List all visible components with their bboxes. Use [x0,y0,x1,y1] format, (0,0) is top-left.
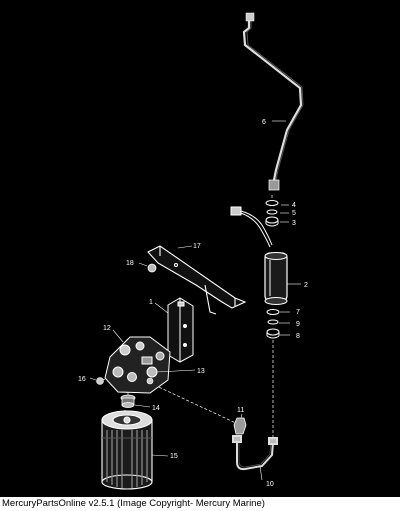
part-label-17: 17 [193,243,201,250]
sensor-wire-harness [230,206,273,248]
washer-stack-parts-7-8-9 [266,309,280,339]
footer-caption: MercuryPartsOnline v2.5.1 (Image Copyrig… [0,497,400,511]
elbow-fitting-part-11 [233,417,247,435]
part-label-10: 10 [266,481,274,488]
screw-part-13 [146,377,154,385]
part-label-11: 11 [237,407,244,414]
part-label-9: 9 [296,321,300,328]
part-label-2: 2 [304,282,308,289]
bracket-part-1 [167,297,194,363]
part-label-3: 3 [292,220,296,227]
fuel-line-part-6 [242,12,304,191]
part-label-7: 7 [296,309,300,316]
screw-part-16 [96,377,104,385]
fuel-filter-canister-part-15 [101,410,153,490]
lower-fuel-line-part-10 [232,435,278,471]
part-label-15: 15 [170,453,178,460]
part-label-4: 4 [292,202,296,209]
adapter-fitting-part-14 [120,394,136,408]
part-label-13: 13 [197,368,205,375]
part-label-1: 1 [149,299,153,306]
part-label-12: 12 [103,325,111,332]
exploded-parts-diagram: 6 4 5 3 2 7 9 8 17 18 1 12 13 16 14 11 1… [78,12,308,490]
mounting-bracket-part-17 [147,245,247,315]
part-label-14: 14 [152,405,160,412]
part-label-6: 6 [262,119,266,126]
fuel-filter-part-2 [264,252,288,305]
washer-stack-parts-3-4-5 [265,200,279,227]
part-label-8: 8 [296,333,300,340]
part-label-5: 5 [292,210,296,217]
leader-lines [89,120,301,481]
part-label-16: 16 [78,376,86,383]
part-label-18: 18 [126,260,134,267]
filter-head-part-12 [104,336,171,394]
screw-part-18 [147,263,157,273]
